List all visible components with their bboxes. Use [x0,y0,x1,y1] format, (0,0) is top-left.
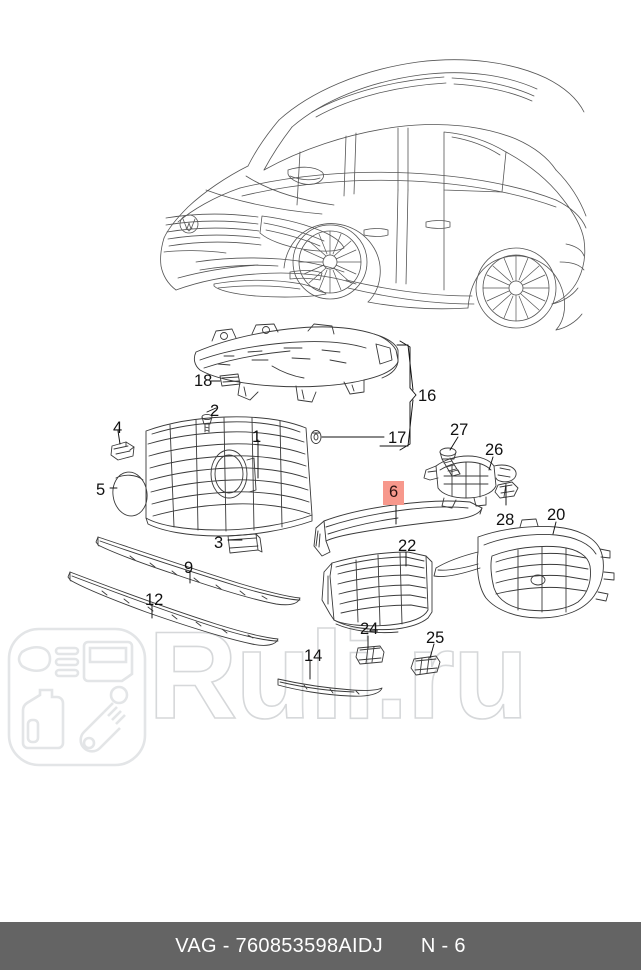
part-12-lower-bumper-moulding [67,571,279,646]
callout-4[interactable]: 4 [113,419,123,437]
callout-1[interactable]: 1 [252,428,262,446]
part-1-radiator-grille [145,416,313,537]
part-5-oval-cap [112,471,148,517]
part-27-hex-bolt [439,447,461,477]
part-16-front-end-carrier [193,323,399,403]
callout-28[interactable]: 28 [496,511,515,529]
part-2-screw [201,413,213,433]
part-4-clip [110,441,135,461]
grouping-bracket-16 [399,340,417,451]
vehicle-illustration [160,59,587,331]
callout-25[interactable]: 25 [426,629,445,647]
callout-12[interactable]: 12 [145,591,164,609]
part-20-fog-light-bezel [433,518,615,619]
callout-27[interactable]: 27 [450,421,469,439]
part-3-bracket [227,533,263,554]
part-17-grommet [310,430,322,444]
callout-3[interactable]: 3 [214,534,224,552]
part-28-small-clip [494,481,519,499]
callout-24[interactable]: 24 [360,620,379,638]
callout-18[interactable]: 18 [194,372,213,390]
callout-22[interactable]: 22 [398,537,417,555]
callout-26[interactable]: 26 [485,441,504,459]
callout-20[interactable]: 20 [547,506,566,524]
callout-17[interactable]: 17 [388,429,407,447]
page-reference-label: N - 6 [420,934,466,957]
callout-9[interactable]: 9 [184,559,194,577]
technical-line-drawing [67,59,615,697]
part-14-bumper-trim-strip [277,678,383,697]
part-18-clip [219,373,241,387]
callout-14[interactable]: 14 [304,647,323,665]
footer-bar: VAG - 760853598AIDJ N - 6 [0,922,641,970]
part-25-expanding-nut [410,655,441,676]
part-26-sensor-bracket [423,455,517,509]
leader-lines [109,344,557,680]
part-number-label: VAG - 760853598AIDJ [175,934,383,957]
part-22-air-intake-grille-insert [321,551,433,634]
part-24-clip-fastener [355,645,385,665]
callout-16[interactable]: 16 [418,387,437,405]
callout-6[interactable]: 6 [383,481,405,505]
callout-5[interactable]: 5 [96,481,106,499]
part-9-lower-grille-moulding [95,536,301,606]
callout-2[interactable]: 2 [210,402,220,420]
